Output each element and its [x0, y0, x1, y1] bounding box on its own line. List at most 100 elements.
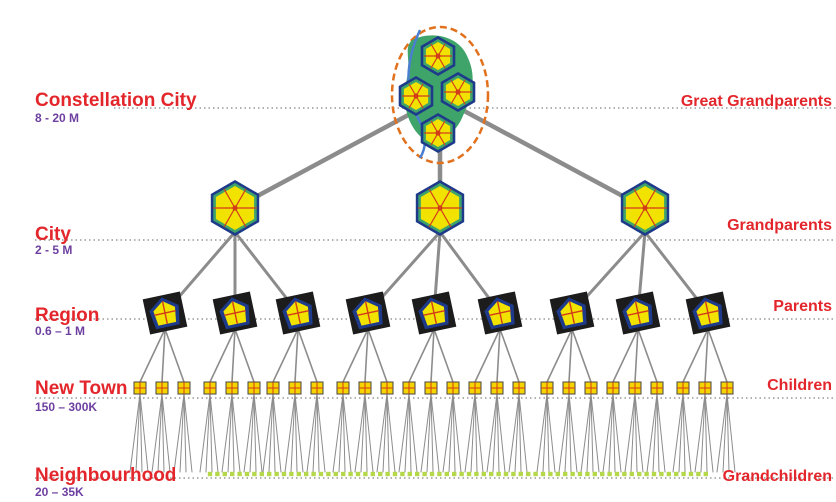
- neighbourhood-dot-icon: [666, 471, 671, 477]
- connector-line: [704, 393, 714, 473]
- connector-line: [297, 328, 318, 383]
- new-town-square-icon: [402, 381, 416, 395]
- connector-line: [199, 393, 211, 473]
- connector-line: [704, 328, 709, 383]
- level-label-new-town: New Town: [35, 378, 128, 399]
- connector-line: [637, 328, 658, 383]
- neighbourhood-dot-icon: [252, 471, 257, 477]
- connector-line: [209, 393, 219, 473]
- neighbourhood-dot-icon: [696, 471, 701, 477]
- city-hexagon-icon: [440, 72, 476, 112]
- connector-line: [364, 393, 368, 473]
- new-town-square-icon: [650, 381, 664, 395]
- new-town-square-icon: [562, 381, 576, 395]
- connector-line: [354, 393, 366, 473]
- neighbourhood-dot-icon: [274, 471, 279, 477]
- connector-line: [704, 393, 708, 473]
- connector-line: [433, 328, 454, 383]
- region-diamond-icon: [212, 291, 258, 335]
- region-diamond-icon: [615, 291, 661, 335]
- neighbourhood-dot-icon: [437, 471, 442, 477]
- connector-line: [139, 328, 166, 383]
- neighbourhood-dot-icon: [230, 471, 235, 477]
- new-town-square-icon: [698, 381, 712, 395]
- connector-line: [568, 393, 572, 473]
- connector-line: [173, 393, 185, 473]
- population-new-town: 150 – 300K: [35, 400, 98, 414]
- connector-line: [332, 393, 344, 473]
- city-hexagon-icon: [420, 113, 456, 153]
- new-town-square-icon: [288, 381, 302, 395]
- connector-line: [161, 393, 165, 473]
- connector-line: [678, 393, 684, 473]
- connector-line: [672, 393, 684, 473]
- neighbourhood-dot-icon: [452, 471, 457, 477]
- connector-line: [161, 328, 166, 383]
- new-town-square-icon: [676, 381, 690, 395]
- connector-line: [253, 393, 263, 473]
- connector-line: [726, 393, 730, 473]
- connector-line: [367, 328, 388, 383]
- connector-line: [249, 393, 255, 473]
- connector-line: [630, 393, 636, 473]
- connector-line: [268, 393, 274, 473]
- neighbourhood-dot-icon: [222, 471, 227, 477]
- connector-line: [568, 328, 573, 383]
- neighbourhood-dot-icon: [651, 471, 657, 477]
- new-town-square-icon: [310, 381, 324, 395]
- connector-line: [486, 393, 498, 473]
- neighbourhood-dot-icon: [511, 471, 516, 477]
- neighbourhood-dot-icon: [459, 471, 464, 477]
- neighbourhood-dot-icon: [592, 471, 597, 477]
- connector-line: [183, 393, 193, 473]
- connector-line: [342, 393, 346, 473]
- neighbourhood-dot-icon: [355, 471, 361, 477]
- connector-line: [430, 393, 440, 473]
- neighbourhood-dot-icon: [392, 471, 398, 477]
- connector-line: [496, 393, 506, 473]
- connector-line: [722, 393, 728, 473]
- connector-line: [272, 328, 299, 383]
- connector-line: [608, 393, 614, 473]
- new-town-square-icon: [424, 381, 438, 395]
- connector-line: [518, 393, 522, 473]
- settlement-nodes: [133, 25, 734, 477]
- neighbourhood-dot-icon: [607, 471, 612, 477]
- neighbourhood-dot-icon: [600, 471, 605, 477]
- connector-line: [430, 393, 434, 473]
- connector-line: [700, 393, 706, 473]
- connector-line: [312, 393, 318, 473]
- connector-line: [386, 393, 390, 473]
- connector-line: [404, 393, 410, 473]
- new-town-square-icon: [512, 381, 526, 395]
- neighbourhood-dot-icon: [496, 471, 501, 477]
- generation-label-parents: Parents: [773, 298, 832, 315]
- new-town-square-icon: [177, 381, 191, 395]
- connector-line: [360, 393, 366, 473]
- connector-line: [430, 328, 435, 383]
- neighbourhood-dot-icon: [422, 471, 427, 477]
- neighbourhood-dot-icon: [215, 471, 220, 477]
- new-town-square-icon: [266, 381, 280, 395]
- connector-line: [294, 393, 298, 473]
- connector-line: [496, 328, 501, 383]
- connector-line: [492, 393, 498, 473]
- neighbourhood-dot-icon: [577, 471, 583, 477]
- connector-line: [139, 393, 149, 473]
- new-town-square-icon: [380, 381, 394, 395]
- region-diamond-icon: [411, 291, 457, 335]
- connector-line: [682, 328, 709, 383]
- neighbourhood-dot-icon: [415, 471, 420, 477]
- neighbourhood-dot-icon: [444, 471, 449, 477]
- neighbourhood-dot-icon: [237, 471, 242, 477]
- connector-line: [518, 393, 528, 473]
- connector-line: [342, 328, 369, 383]
- connector-line: [558, 393, 570, 473]
- connector-line: [634, 393, 638, 473]
- connector-line: [452, 393, 462, 473]
- connector-line: [232, 95, 443, 211]
- connector-line: [408, 328, 435, 383]
- connector-line: [564, 393, 570, 473]
- region-diamond-icon: [345, 291, 391, 335]
